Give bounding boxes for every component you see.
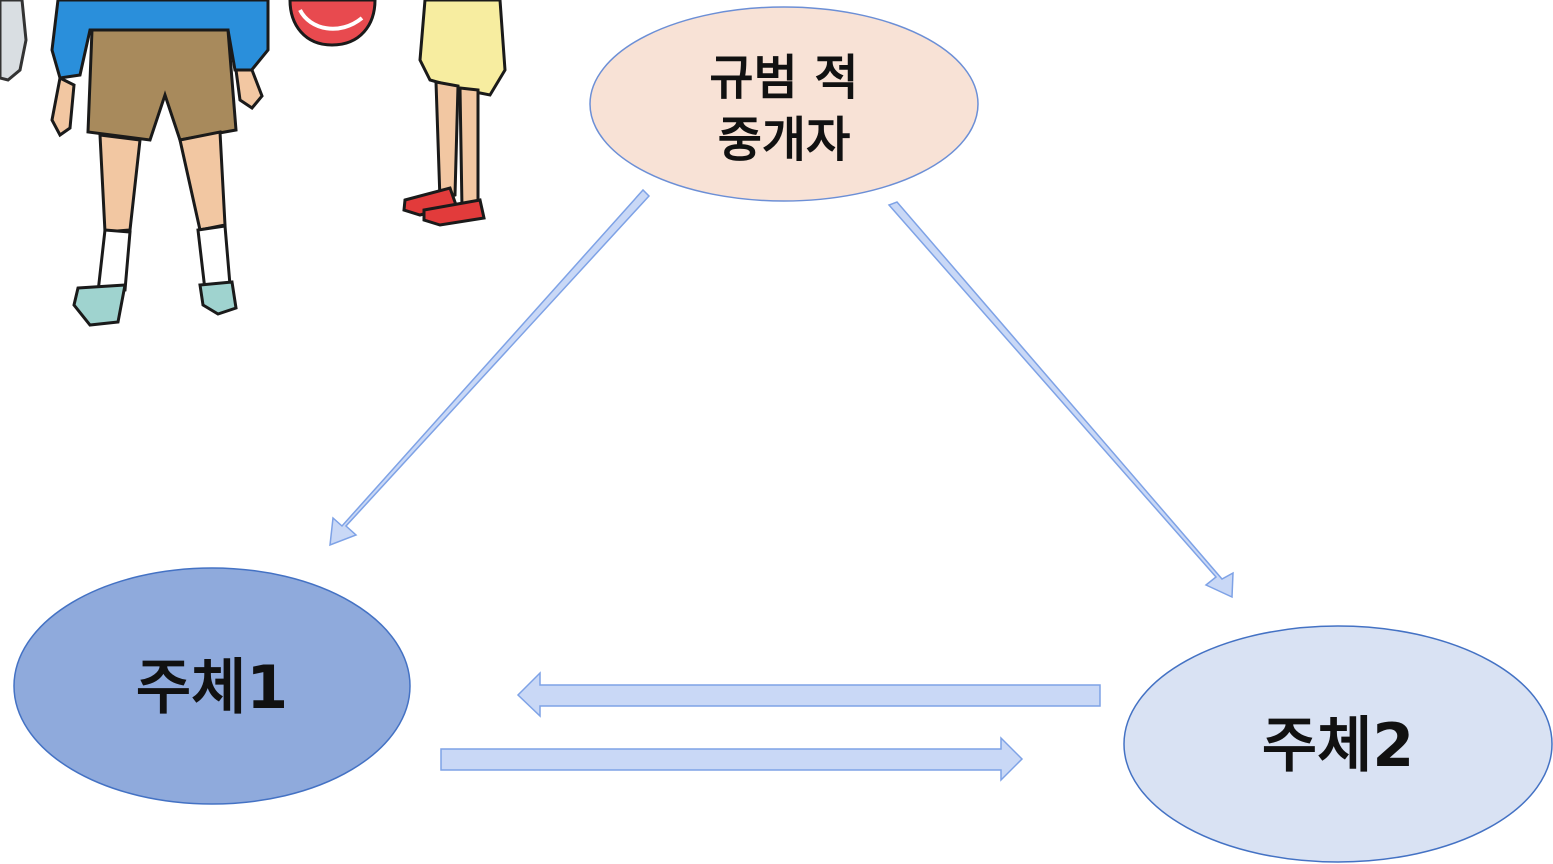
arrow-mediator-to-subject2 bbox=[887, 201, 1234, 599]
arrows-group bbox=[329, 188, 1234, 782]
subject2-node: 주체2 bbox=[1123, 625, 1553, 863]
subject2-label: 주체2 bbox=[1262, 711, 1414, 781]
partial-child-left-icon bbox=[0, 0, 28, 82]
subject1-ellipse bbox=[13, 567, 411, 805]
ball-icon bbox=[288, 0, 377, 47]
arrow-subject2-to-subject1 bbox=[516, 671, 1101, 718]
subject1-label: 주체1 bbox=[136, 653, 288, 723]
mediator-ellipse bbox=[589, 6, 979, 202]
boy-icon bbox=[50, 0, 270, 327]
mediator-label-line2: 중개자 bbox=[718, 112, 850, 168]
girl-icon bbox=[402, 0, 507, 227]
subject2-ellipse bbox=[1123, 625, 1553, 863]
mediator-label-line1: 규범 적 bbox=[709, 50, 858, 106]
arrow-mediator-to-subject1 bbox=[329, 188, 651, 547]
arrow-subject1-to-subject2 bbox=[440, 736, 1024, 782]
children-illustration bbox=[0, 0, 507, 327]
subject1-node: 주체1 bbox=[13, 567, 411, 805]
mediator-node: 규범 적 중개자 bbox=[589, 6, 979, 202]
